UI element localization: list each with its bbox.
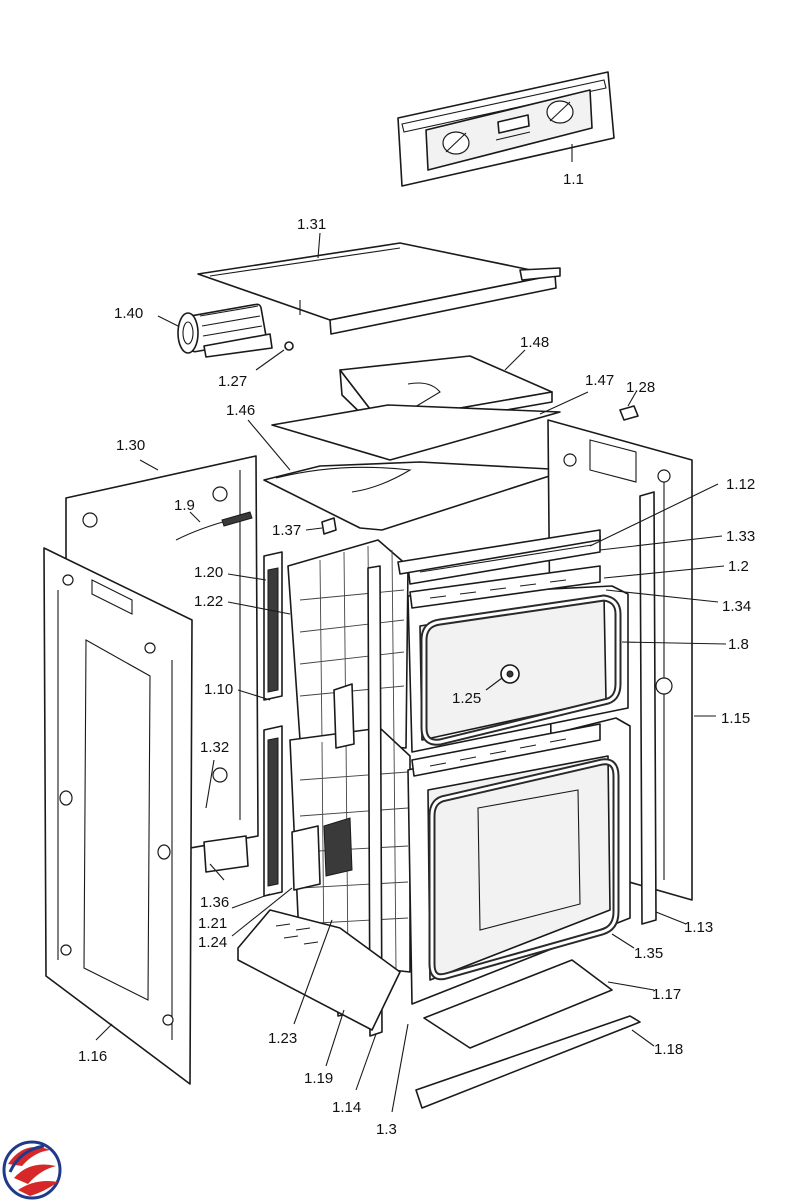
control-panel-fascia: [397, 71, 615, 187]
callout-1-20: 1.20: [194, 564, 223, 581]
lower-door-seal: [428, 758, 620, 981]
rear-insulation-pad: [291, 817, 353, 891]
leader-lines: [95, 144, 727, 1113]
callout-1-21: 1.21: [198, 915, 227, 932]
callout-1-3: 1.3: [376, 1121, 397, 1138]
callout-1-14: 1.14: [332, 1099, 361, 1116]
callout-1-48: 1.48: [520, 334, 549, 351]
upper-hinge-bracket: [333, 683, 355, 749]
center-vent-grille: [411, 723, 601, 777]
cavity-top-deflector: [263, 461, 569, 531]
front-left-trim: [367, 565, 383, 1037]
callout-1-32: 1.32: [200, 739, 229, 756]
callout-labels: 1.1 1.31 1.40 1.27 1.48 1.47 1.28 1.46 1…: [78, 171, 755, 1138]
bottom-support-rail: [423, 959, 613, 1049]
callout-1-23: 1.23: [268, 1030, 297, 1047]
callout-1-10: 1.10: [204, 681, 233, 698]
callout-1-46: 1.46: [226, 402, 255, 419]
callout-1-33: 1.33: [726, 528, 755, 545]
brand-swirl-logo: [2, 1140, 62, 1200]
callout-1-13: 1.13: [684, 919, 713, 936]
cable-bracket: [321, 517, 337, 535]
callout-1-30: 1.30: [116, 437, 145, 454]
lower-left-bracket: [203, 835, 249, 873]
callout-1-12: 1.12: [726, 476, 755, 493]
cooling-fan-motor: [177, 303, 273, 358]
callout-1-31: 1.31: [297, 216, 326, 233]
callout-1-47: 1.47: [585, 372, 614, 389]
callout-1-24: 1.24: [198, 934, 227, 951]
callout-1-19: 1.19: [304, 1070, 333, 1087]
callout-1-2: 1.2: [728, 558, 749, 575]
callout-1-9: 1.9: [174, 497, 195, 514]
door-spring: [175, 511, 253, 541]
callout-1-34: 1.34: [722, 598, 751, 615]
callout-1-37: 1.37: [272, 522, 301, 539]
top-cross-bracket: [397, 529, 601, 575]
callout-1-8: 1.8: [728, 636, 749, 653]
upper-door-seal: [420, 594, 622, 746]
front-right-trim: [639, 491, 657, 925]
callout-1-22: 1.22: [194, 593, 223, 610]
duct-base-plate: [271, 404, 561, 461]
fixing-screw: [284, 341, 294, 351]
callout-1-40: 1.40: [114, 305, 143, 322]
callout-1-35: 1.35: [634, 945, 663, 962]
mounting-clip: [619, 405, 639, 421]
callout-1-17: 1.17: [652, 986, 681, 1003]
callout-1-1: 1.1: [563, 171, 584, 188]
callout-1-28: 1.28: [626, 379, 655, 396]
callout-1-18: 1.18: [654, 1041, 683, 1058]
base-tray: [237, 909, 401, 1031]
left-insulation-strip: [263, 551, 283, 897]
callout-1-15: 1.15: [721, 710, 750, 727]
callout-1-25: 1.25: [452, 690, 481, 707]
lower-oven-cavity: [407, 717, 631, 1005]
top-cover-panel: [197, 242, 561, 335]
left-outer-side-panel: [43, 547, 193, 1085]
upper-fan-guard: [500, 664, 520, 684]
callout-1-16: 1.16: [78, 1048, 107, 1065]
kick-strip: [415, 1015, 641, 1109]
callout-1-27: 1.27: [218, 373, 247, 390]
upper-vent-grille: [409, 565, 601, 609]
callout-1-36: 1.36: [200, 894, 229, 911]
